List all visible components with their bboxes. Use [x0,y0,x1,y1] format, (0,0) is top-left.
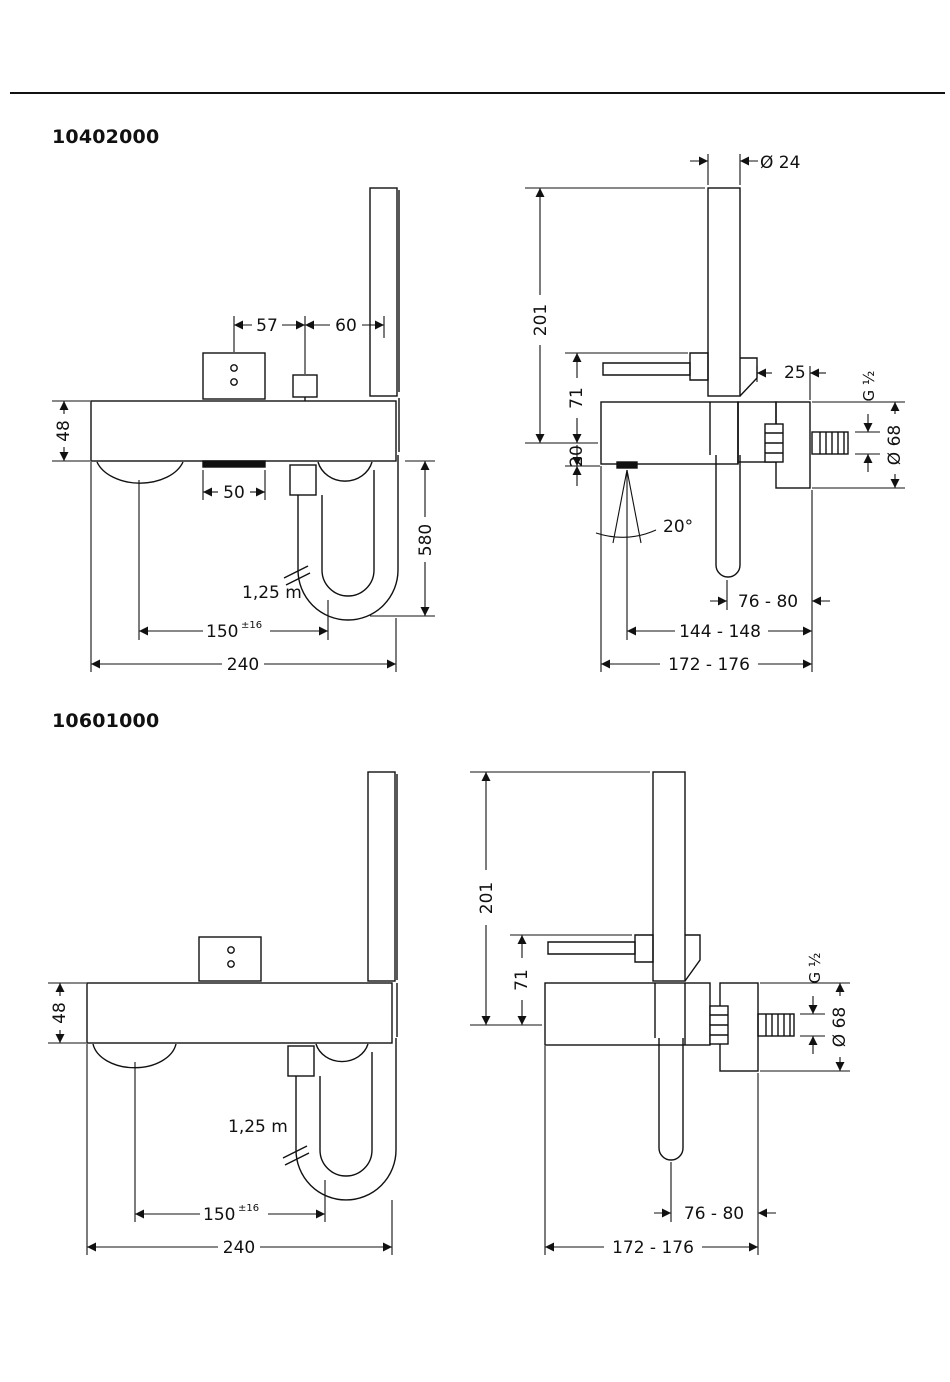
hand-shower [370,188,397,396]
hose-connector-side [716,455,740,577]
diverter-knob [293,375,317,397]
thread-connector [812,432,848,454]
thread-g: G ½ [806,953,824,984]
dim-48: 48 [54,420,74,442]
hand-shower-side [653,772,685,981]
dim-20: 20 [567,445,587,467]
thread-connector [758,1014,794,1036]
dim-57: 57 [256,316,278,336]
hose-length: 1,25 m [242,583,302,603]
dim-150: 150 [203,1205,235,1225]
angle-20: 20° [663,517,693,537]
dia-24: Ø 24 [760,153,800,173]
dim-76-80: 76 - 80 [738,592,798,612]
dim-60: 60 [335,316,357,336]
dim-71: 71 [512,969,532,991]
hand-shower [368,772,395,981]
dim-25: 25 [784,363,806,383]
dim-240: 240 [223,1238,255,1258]
thread-g: G ½ [860,371,878,402]
dim-240: 240 [227,655,259,675]
hose-connector-side [659,1038,683,1160]
hand-shower-side [708,188,740,396]
dim-48: 48 [50,1002,70,1024]
mixer-body [87,983,392,1043]
hose-length: 1,25 m [228,1117,288,1137]
dim-150-tolerance: ±16 [241,620,262,631]
dim-172-176: 172 - 176 [668,655,750,675]
side-body [601,402,738,464]
right-mount-cap [318,462,372,481]
mixer-body [91,401,396,461]
dim-201: 201 [477,882,497,914]
side-labels-2: 201 71 G ½ Ø 68 76 - 80 172 - 176 [477,882,850,1258]
outlet-strip [203,461,265,467]
dia-68: Ø 68 [830,1007,850,1047]
left-mount-cap [97,462,183,483]
dim-172-176: 172 - 176 [612,1238,694,1258]
handle-block [199,937,261,981]
side-view-1 [601,188,848,577]
dim-150: 150 [206,622,238,642]
front-labels-2: 48 1,25 m 150 ±16 240 [50,1002,288,1258]
side-labels-1: Ø 24 201 71 20 25 G ½ Ø 68 20° 76 - 80 1… [531,153,905,675]
dim-144-148: 144 - 148 [679,622,761,642]
dim-76-80: 76 - 80 [684,1204,744,1224]
front-view-1 [91,188,399,620]
hose-connector [290,465,316,495]
hose [298,455,398,620]
lever-handle [548,942,635,954]
hose-connector [288,1046,314,1076]
dim-150-tolerance: ±16 [238,1203,259,1214]
side-view-2 [545,772,794,1160]
side-dims-1 [525,154,905,672]
dim-580: 580 [416,524,436,556]
front-labels-1: 57 60 48 50 580 1,25 m 150 ±16 240 [54,316,436,675]
right-mount-cap [316,1044,368,1062]
dim-50: 50 [223,483,245,503]
lever-handle [603,363,690,375]
handle-block [203,353,265,399]
dia-68: Ø 68 [885,425,905,465]
dim-201: 201 [531,304,551,336]
dim-71: 71 [567,387,587,409]
